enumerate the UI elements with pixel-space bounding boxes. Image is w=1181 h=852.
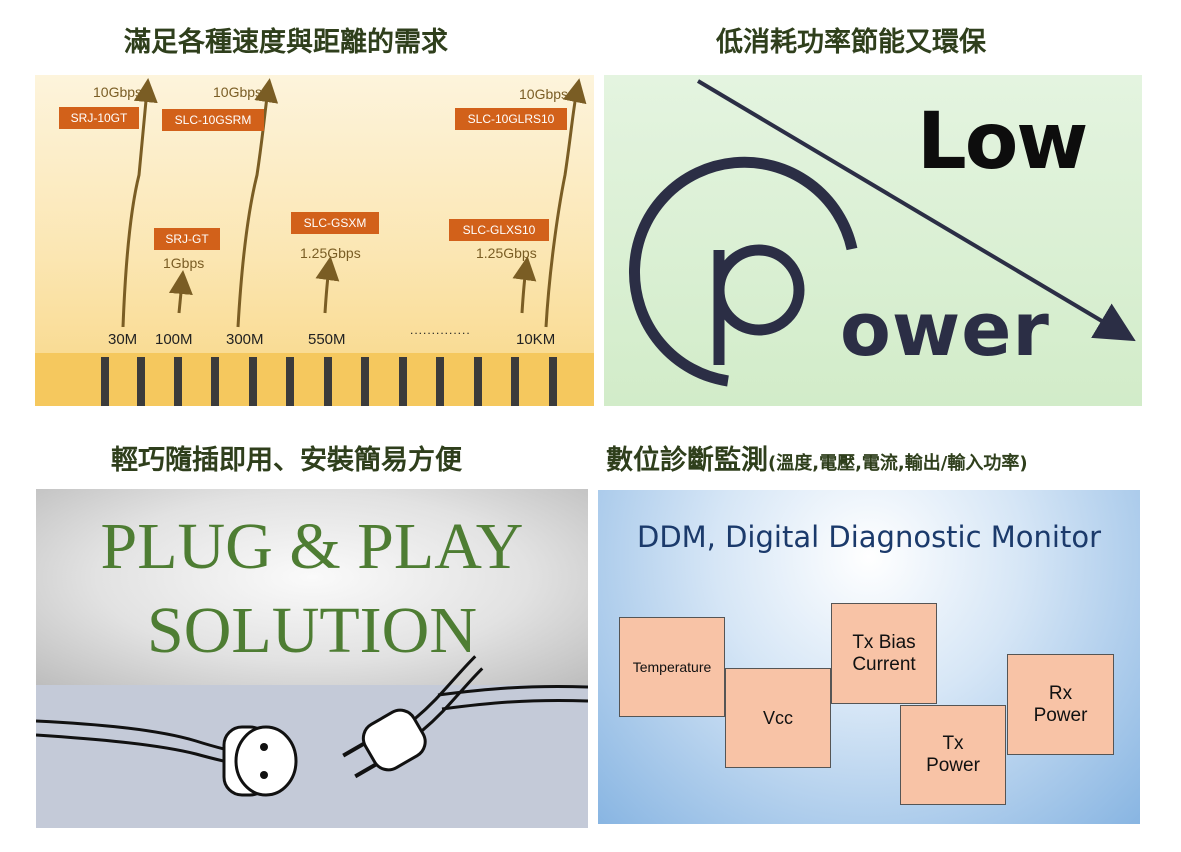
ground-post — [101, 357, 109, 406]
ground-post — [361, 357, 369, 406]
distance-ellipsis: .............. — [410, 323, 471, 337]
socket-hole-icon — [260, 743, 268, 751]
ground-post — [474, 357, 482, 406]
distance-100m: 100M — [155, 331, 193, 348]
ground-post — [549, 357, 557, 406]
speed-distance-heading: 滿足各種速度與距離的需求 — [124, 27, 448, 58]
plug-prong-icon — [342, 741, 366, 758]
speed-arrows — [121, 78, 587, 328]
socket-hole-icon — [260, 771, 268, 779]
speed-label-slc-10glrs10: 10Gbps — [519, 86, 569, 102]
speed-label-slc-gsxm: 1.25Gbps — [300, 245, 361, 261]
plug-cable — [413, 655, 477, 721]
ground-post — [436, 357, 444, 406]
low-word: Low — [917, 97, 1088, 187]
plug-play-text-line2: SOLUTION — [147, 594, 477, 667]
product-slc-gsxm: SLC-GSXM — [291, 212, 379, 234]
low-power-graphic — [628, 79, 1136, 387]
power-p-bowl — [713, 244, 805, 336]
arrow-300m — [236, 78, 279, 328]
downward-trend-arrow — [696, 79, 1136, 342]
distance-300m: 300M — [226, 331, 264, 348]
ddm-box-temperature: Temperature — [619, 617, 725, 717]
ground-post — [286, 357, 294, 406]
speed-label-srj-gt: 1Gbps — [163, 255, 205, 271]
ddm-panel: DDM, Digital Diagnostic Monitor Temperat… — [598, 490, 1140, 824]
arrow-100m — [168, 270, 193, 314]
plug-prong-icon — [354, 762, 378, 779]
speed-distance-panel: SRJ-10GT SLC-10GSRM SLC-10GLRS10 SRJ-GT … — [35, 75, 594, 406]
ground-post — [249, 357, 257, 406]
ground-post — [211, 357, 219, 406]
plug-body-icon — [361, 708, 427, 772]
plug-banner — [36, 489, 588, 685]
plug-socket-illustration — [36, 655, 588, 797]
product-slc-10glrs10: SLC-10GLRS10 — [455, 108, 567, 130]
arrow-10km-small — [512, 256, 537, 314]
plug-illustration-area — [36, 685, 588, 828]
arrow-30m — [121, 78, 158, 328]
ground-strip — [35, 353, 594, 406]
ground-post — [399, 357, 407, 406]
plug-and-play-heading: 輕巧隨插即用、安裝簡易方便 — [111, 445, 462, 476]
ground-post — [511, 357, 519, 406]
distance-550m: 550M — [308, 331, 346, 348]
plug-and-play-panel: PLUG & PLAY SOLUTION — [36, 489, 588, 828]
ower-word: ower — [840, 287, 1050, 373]
ground-post — [137, 357, 145, 406]
product-slc-glxs10: SLC-GLXS10 — [449, 219, 549, 241]
distance-10km: 10KM — [516, 331, 556, 348]
ddm-heading: 數位診斷監測(溫度,電壓,電流,輸出/輸入功率) — [606, 438, 1028, 477]
power-circle-arc — [628, 156, 858, 387]
ddm-box-tx-power: Tx Power — [900, 705, 1006, 805]
ddm-heading-parenthetical: (溫度,電壓,電流,輸出/輸入功率) — [768, 453, 1028, 474]
distance-30m: 30M — [108, 331, 138, 348]
arrow-550m — [315, 256, 340, 314]
low-power-heading: 低消耗功率節能又環保 — [716, 27, 986, 58]
product-slc-10gsrm: SLC-10GSRM — [162, 109, 264, 131]
ddm-heading-main: 數位診斷監測 — [606, 445, 768, 476]
ddm-box-rx-power: Rx Power — [1007, 654, 1114, 755]
product-srj-10gt: SRJ-10GT — [59, 107, 139, 129]
speed-label-slc-glxs10: 1.25Gbps — [476, 245, 537, 261]
ground-post — [174, 357, 182, 406]
product-srj-gt: SRJ-GT — [154, 228, 220, 250]
ddm-box-vcc: Vcc — [725, 668, 831, 768]
socket-face-icon — [234, 725, 298, 797]
speed-label-srj-10gt: 10Gbps — [93, 84, 143, 100]
ddm-box-tx-bias-current: Tx Bias Current — [831, 603, 937, 704]
plug-play-text-line1: PLUG & PLAY — [100, 510, 524, 583]
ground-post — [324, 357, 332, 406]
arrow-10km — [544, 78, 587, 328]
low-power-panel: Low ower — [604, 75, 1142, 406]
ddm-title: DDM, Digital Diagnostic Monitor — [636, 520, 1101, 554]
speed-label-slc-10gsrm: 10Gbps — [213, 84, 263, 100]
